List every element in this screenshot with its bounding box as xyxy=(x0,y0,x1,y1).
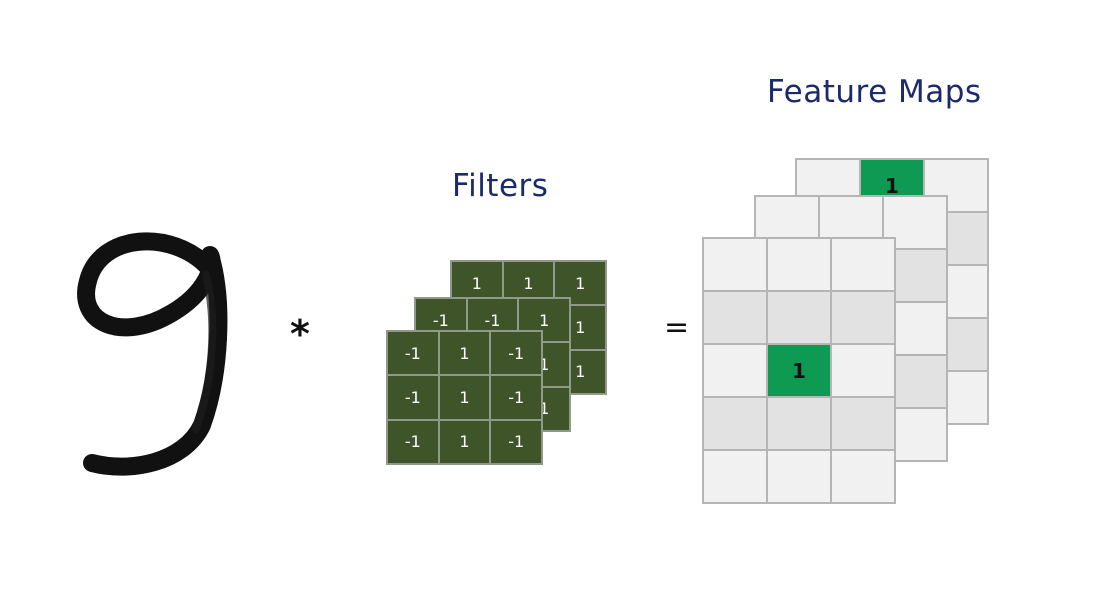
filter-cell: 1 xyxy=(519,299,569,342)
feature-map-cell xyxy=(832,398,894,449)
equals-operator: = xyxy=(664,310,690,345)
feature-map-cell xyxy=(768,398,830,449)
feature-map-cell xyxy=(832,345,894,396)
feature-map-cell xyxy=(704,398,766,449)
convolution-operator: * xyxy=(290,312,310,356)
feature-map-cell xyxy=(832,292,894,343)
feature-map-cell xyxy=(704,239,766,290)
filter-cell: 1 xyxy=(439,332,490,375)
feature-map-cell xyxy=(704,345,766,396)
feature-map-active-cell: 1 xyxy=(768,345,830,396)
feature-map-cell xyxy=(768,239,830,290)
handwritten-nine-image xyxy=(77,232,228,476)
feature-map-cell xyxy=(768,451,830,502)
filter-cell: 1 xyxy=(439,376,490,419)
filter-cell: -1 xyxy=(388,420,438,463)
feature-maps-heading: Feature Maps xyxy=(767,74,982,110)
feature-map-cell xyxy=(704,292,766,343)
filter-cell: -1 xyxy=(491,332,541,375)
filter-cell: -1 xyxy=(491,420,541,463)
feature-map-cell xyxy=(832,239,894,290)
filters-heading: Filters xyxy=(452,168,549,204)
feature-map-cell xyxy=(768,292,830,343)
feature-map-grid-3: 1 xyxy=(702,237,896,504)
feature-map-cell xyxy=(832,451,894,502)
filter-cell: -1 xyxy=(491,376,541,419)
filter-cell: -1 xyxy=(388,376,438,419)
filter-cell: -1 xyxy=(388,332,438,375)
feature-map-cell xyxy=(704,451,766,502)
filter-cell: 1 xyxy=(439,420,490,463)
